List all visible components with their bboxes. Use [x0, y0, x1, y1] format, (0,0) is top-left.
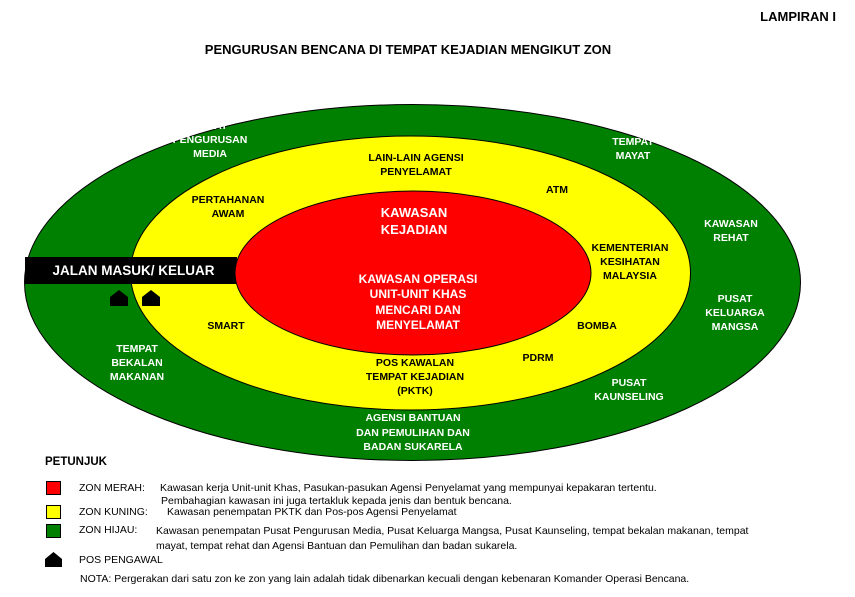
label-line: KAUNSELING — [594, 391, 664, 403]
legend-desc-red: Kawasan kerja Unit-unit Khas, Pasukan-pa… — [160, 482, 657, 508]
label-line: PERTAHANAN — [191, 194, 265, 206]
label-line: KESIHATAN — [600, 256, 660, 268]
label-tempat-bekalan-makanan: TEMPAT BEKALAN MAKANAN — [110, 342, 164, 384]
label-smart: SMART — [207, 319, 244, 333]
legend-key-red: ZON MERAH: — [79, 482, 145, 494]
legend-swatch-red — [46, 481, 61, 495]
label-line: PUSAT — [611, 377, 647, 389]
house-icon — [110, 290, 128, 306]
legend-key-green: ZON HIJAU: — [79, 524, 138, 536]
label-agensi-bantuan: AGENSI BANTUAN DAN PEMULIHAN DAN BADAN S… — [356, 411, 470, 455]
label-line: PUSAT — [192, 120, 228, 132]
label-line: KEJADIAN — [380, 222, 448, 237]
label-pusat-kaunseling: PUSAT KAUNSELING — [594, 376, 663, 404]
label-line: KAWASAN OPERASI — [358, 272, 478, 286]
legend-desc-green: Kawasan penempatan Pusat Pengurusan Medi… — [156, 524, 748, 554]
label-line: MEDIA — [193, 148, 227, 160]
label-pusat-pengurusan-media: PUSAT PENGURUSAN MEDIA — [173, 119, 248, 161]
label-pos-kawalan: POS KAWALAN TEMPAT KEJADIAN (PKTK) — [366, 356, 464, 398]
legend-swatch-yellow — [46, 505, 61, 519]
label-line: PUSAT — [717, 293, 753, 305]
label-tempat-mayat: TEMPAT MAYAT — [612, 135, 654, 163]
label-line: MAYAT — [615, 150, 651, 162]
label-line: MALAYSIA — [603, 270, 657, 282]
label-line: LAIN-LAIN AGENSI — [368, 152, 464, 164]
legend-swatch-green — [46, 524, 61, 538]
legend-line: Kawasan kerja Unit-unit Khas, Pasukan-pa… — [160, 482, 657, 494]
label-line: BADAN SUKARELA — [363, 441, 463, 453]
label-kawasan-rehat: KAWASAN REHAT — [704, 217, 758, 245]
label-line: ATM — [546, 184, 568, 196]
label-line: PENGURUSAN — [172, 134, 248, 146]
label-kawasan-operasi: KAWASAN OPERASI UNIT-UNIT KHAS MENCARI D… — [359, 272, 478, 333]
label-line: TEMPAT — [612, 136, 654, 148]
legend-note: NOTA: Pergerakan dari satu zon ke zon ya… — [80, 573, 690, 585]
road-bar — [25, 257, 237, 284]
label-line: BOMBA — [577, 320, 617, 332]
label-line: TEMPAT — [116, 343, 158, 355]
label-line: PDRM — [522, 352, 554, 364]
legend-heading: PETUNJUK — [45, 456, 107, 468]
label-line: AGENSI BANTUAN — [365, 412, 461, 424]
legend-key-guard-post: POS PENGAWAL — [79, 554, 163, 566]
red-zone — [234, 190, 592, 356]
label-line: SMART — [207, 320, 245, 332]
label-line: BEKALAN — [111, 357, 163, 369]
label-pusat-keluarga-mangsa: PUSAT KELUARGA MANGSA — [705, 292, 765, 334]
road-label: JALAN MASUK/ KELUAR — [52, 263, 215, 278]
legend-desc-yellow: Kawasan penempatan PKTK dan Pos-pos Agen… — [167, 506, 457, 519]
label-line: REHAT — [713, 232, 749, 244]
label-line: MENYELAMAT — [376, 317, 460, 332]
label-line: DAN PEMULIHAN DAN — [356, 426, 470, 439]
page-title: PENGURUSAN BENCANA DI TEMPAT KEJADIAN ME… — [204, 42, 612, 57]
label-kementerian-kesihatan: KEMENTERIAN KESIHATAN MALAYSIA — [591, 241, 668, 283]
label-line: MANGSA — [711, 321, 759, 333]
label-line: PENYELAMAT — [380, 166, 452, 178]
label-line: POS KAWALAN — [375, 357, 455, 369]
legend-line: Kawasan penempatan Pusat Pengurusan Medi… — [156, 525, 749, 537]
house-icon — [45, 552, 62, 567]
label-line: (PKTK) — [397, 385, 433, 397]
label-lain-lain-agensi: LAIN-LAIN AGENSI PENYELAMAT — [368, 151, 463, 179]
label-line: MAKANAN — [109, 371, 165, 383]
label-atm: ATM — [546, 183, 568, 197]
legend-line: Pembahagian kawasan ini juga tertakluk k… — [161, 495, 512, 507]
label-kawasan-kejadian: KAWASAN KEJADIAN — [381, 204, 447, 238]
label-line: MENCARI DAN — [375, 302, 461, 317]
label-line: KAWASAN — [380, 205, 448, 220]
label-bomba: BOMBA — [577, 319, 617, 333]
label-line: KELUARGA — [705, 307, 765, 319]
house-icon — [142, 290, 160, 306]
label-line: TEMPAT KEJADIAN — [365, 371, 465, 383]
legend-line: Kawasan penempatan PKTK dan Pos-pos Agen… — [167, 506, 457, 518]
legend-key-yellow: ZON KUNING: — [79, 506, 148, 518]
legend-line: mayat, tempat rehat dan Agensi Bantuan d… — [156, 540, 518, 552]
label-line: UNIT-UNIT KHAS — [369, 287, 467, 302]
label-pertahanan-awam: PERTAHANAN AWAM — [192, 193, 265, 221]
label-line: KAWASAN — [704, 218, 758, 230]
appendix-label: LAMPIRAN I — [760, 9, 836, 24]
label-line: AWAM — [211, 208, 245, 220]
label-pdrm: PDRM — [523, 351, 554, 365]
label-line: KEMENTERIAN — [591, 242, 669, 254]
